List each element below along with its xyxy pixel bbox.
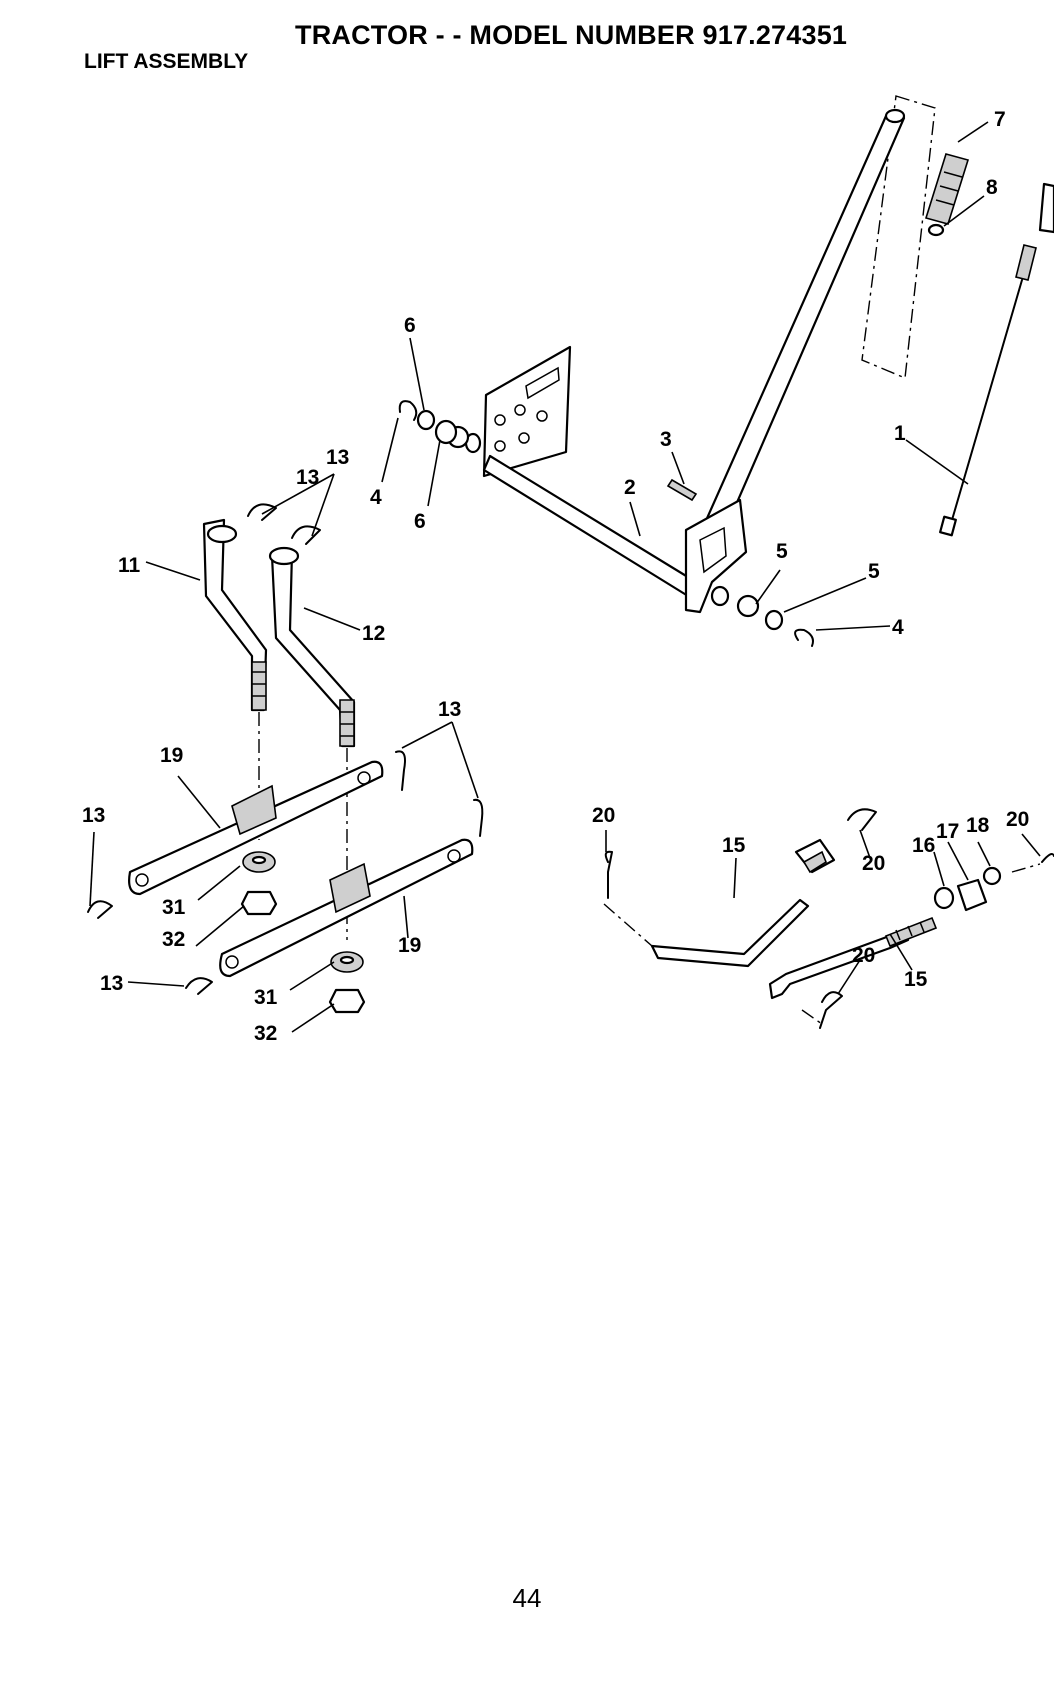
lift-link-left <box>204 520 266 710</box>
callout-label: 13 <box>82 804 105 827</box>
callout-label: 7 <box>994 108 1006 131</box>
rear-lift-rod <box>652 840 834 966</box>
callout-label: 15 <box>722 834 746 857</box>
callout-label: 15 <box>904 968 928 991</box>
callout-label: 31 <box>162 896 186 919</box>
lift-link-right <box>270 548 354 746</box>
callout-label: 1 <box>894 422 906 445</box>
callout-label: 20 <box>862 852 885 875</box>
lift-rod <box>940 184 1054 535</box>
callout-label: 5 <box>776 540 788 563</box>
callout-label: 31 <box>254 986 278 1009</box>
callout-label: 32 <box>254 1022 277 1045</box>
callout-labels: 7 8 1 2 3 6 4 6 5 5 4 13 11 12 13 19 13 … <box>82 108 1029 1045</box>
callout-label: 20 <box>852 944 875 967</box>
retaining-clips <box>604 809 1054 1028</box>
callout-label: 2 <box>624 476 636 499</box>
callout-label: 13 <box>326 446 349 469</box>
adjuster-hardware <box>935 868 1000 910</box>
lift-lever-handle <box>692 96 935 560</box>
callout-label: 6 <box>414 510 426 533</box>
callout-label: 13 <box>438 698 461 721</box>
page-number: 44 <box>0 1583 1054 1614</box>
callout-label: 20 <box>1006 808 1029 831</box>
callout-label: 19 <box>398 934 421 957</box>
callout-label: 8 <box>986 176 998 199</box>
callout-label: 18 <box>966 814 990 837</box>
roll-pin <box>668 480 696 500</box>
callout-label: 20 <box>592 804 615 827</box>
callout-label: 4 <box>370 486 382 509</box>
callout-label: 17 <box>936 820 959 843</box>
callout-label: 32 <box>162 928 185 951</box>
callout-label: 5 <box>868 560 880 583</box>
callout-label: 6 <box>404 314 416 337</box>
callout-label: 12 <box>362 622 385 645</box>
mounting-plate <box>484 347 570 476</box>
callout-label: 19 <box>160 744 183 767</box>
callout-label: 4 <box>892 616 904 639</box>
callout-label: 13 <box>100 972 123 995</box>
left-bushing-and-clips <box>400 401 456 443</box>
leader-lines <box>90 122 1040 1032</box>
callout-label: 3 <box>660 428 672 451</box>
callout-label: 13 <box>296 466 319 489</box>
callout-label: 11 <box>118 554 141 577</box>
callout-label: 16 <box>912 834 935 857</box>
